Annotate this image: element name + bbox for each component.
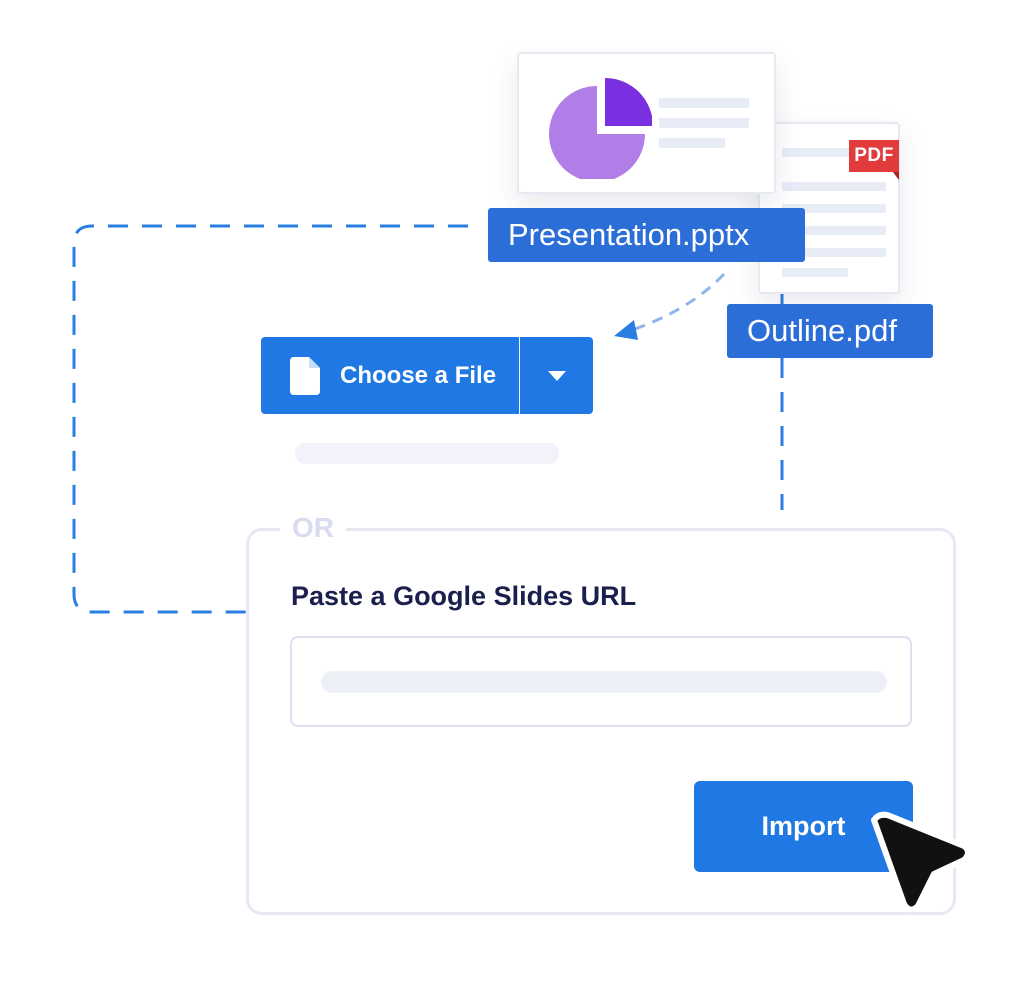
pdf-text-line <box>782 148 856 157</box>
slide-text-line <box>659 98 749 108</box>
pdf-file-label: Outline.pdf <box>727 304 933 358</box>
arrow-head-icon <box>614 320 638 340</box>
choose-file-label: Choose a File <box>340 362 497 389</box>
presentation-thumbnail-card <box>517 52 776 194</box>
slide-text-line <box>659 138 725 148</box>
pdf-text-line <box>782 268 848 277</box>
presentation-file-label: Presentation.pptx <box>488 208 805 262</box>
pdf-text-line <box>782 204 886 213</box>
url-placeholder-bar <box>321 671 887 693</box>
choose-file-button[interactable]: Choose a File <box>261 337 519 414</box>
or-separator-label: OR <box>280 508 346 548</box>
upload-options-dropdown[interactable] <box>520 337 593 414</box>
split-divider <box>519 337 520 414</box>
pdf-text-line <box>782 248 886 257</box>
slide-text-line <box>659 118 749 128</box>
google-slides-url-input[interactable] <box>290 636 912 727</box>
document-icon <box>290 357 320 395</box>
choose-file-split-button: Choose a File <box>261 337 593 414</box>
upload-status-placeholder <box>295 443 559 464</box>
caret-down-icon <box>547 370 566 381</box>
pdf-badge-text: PDF <box>854 145 894 166</box>
mouse-pointer-icon <box>871 811 971 913</box>
pdf-badge-icon <box>849 140 899 180</box>
google-slides-title: Paste a Google Slides URL <box>291 581 637 611</box>
google-slides-panel <box>246 528 956 915</box>
pdf-text-line <box>782 182 886 191</box>
pie-chart-icon <box>549 78 652 179</box>
pdf-text-line <box>782 226 886 235</box>
